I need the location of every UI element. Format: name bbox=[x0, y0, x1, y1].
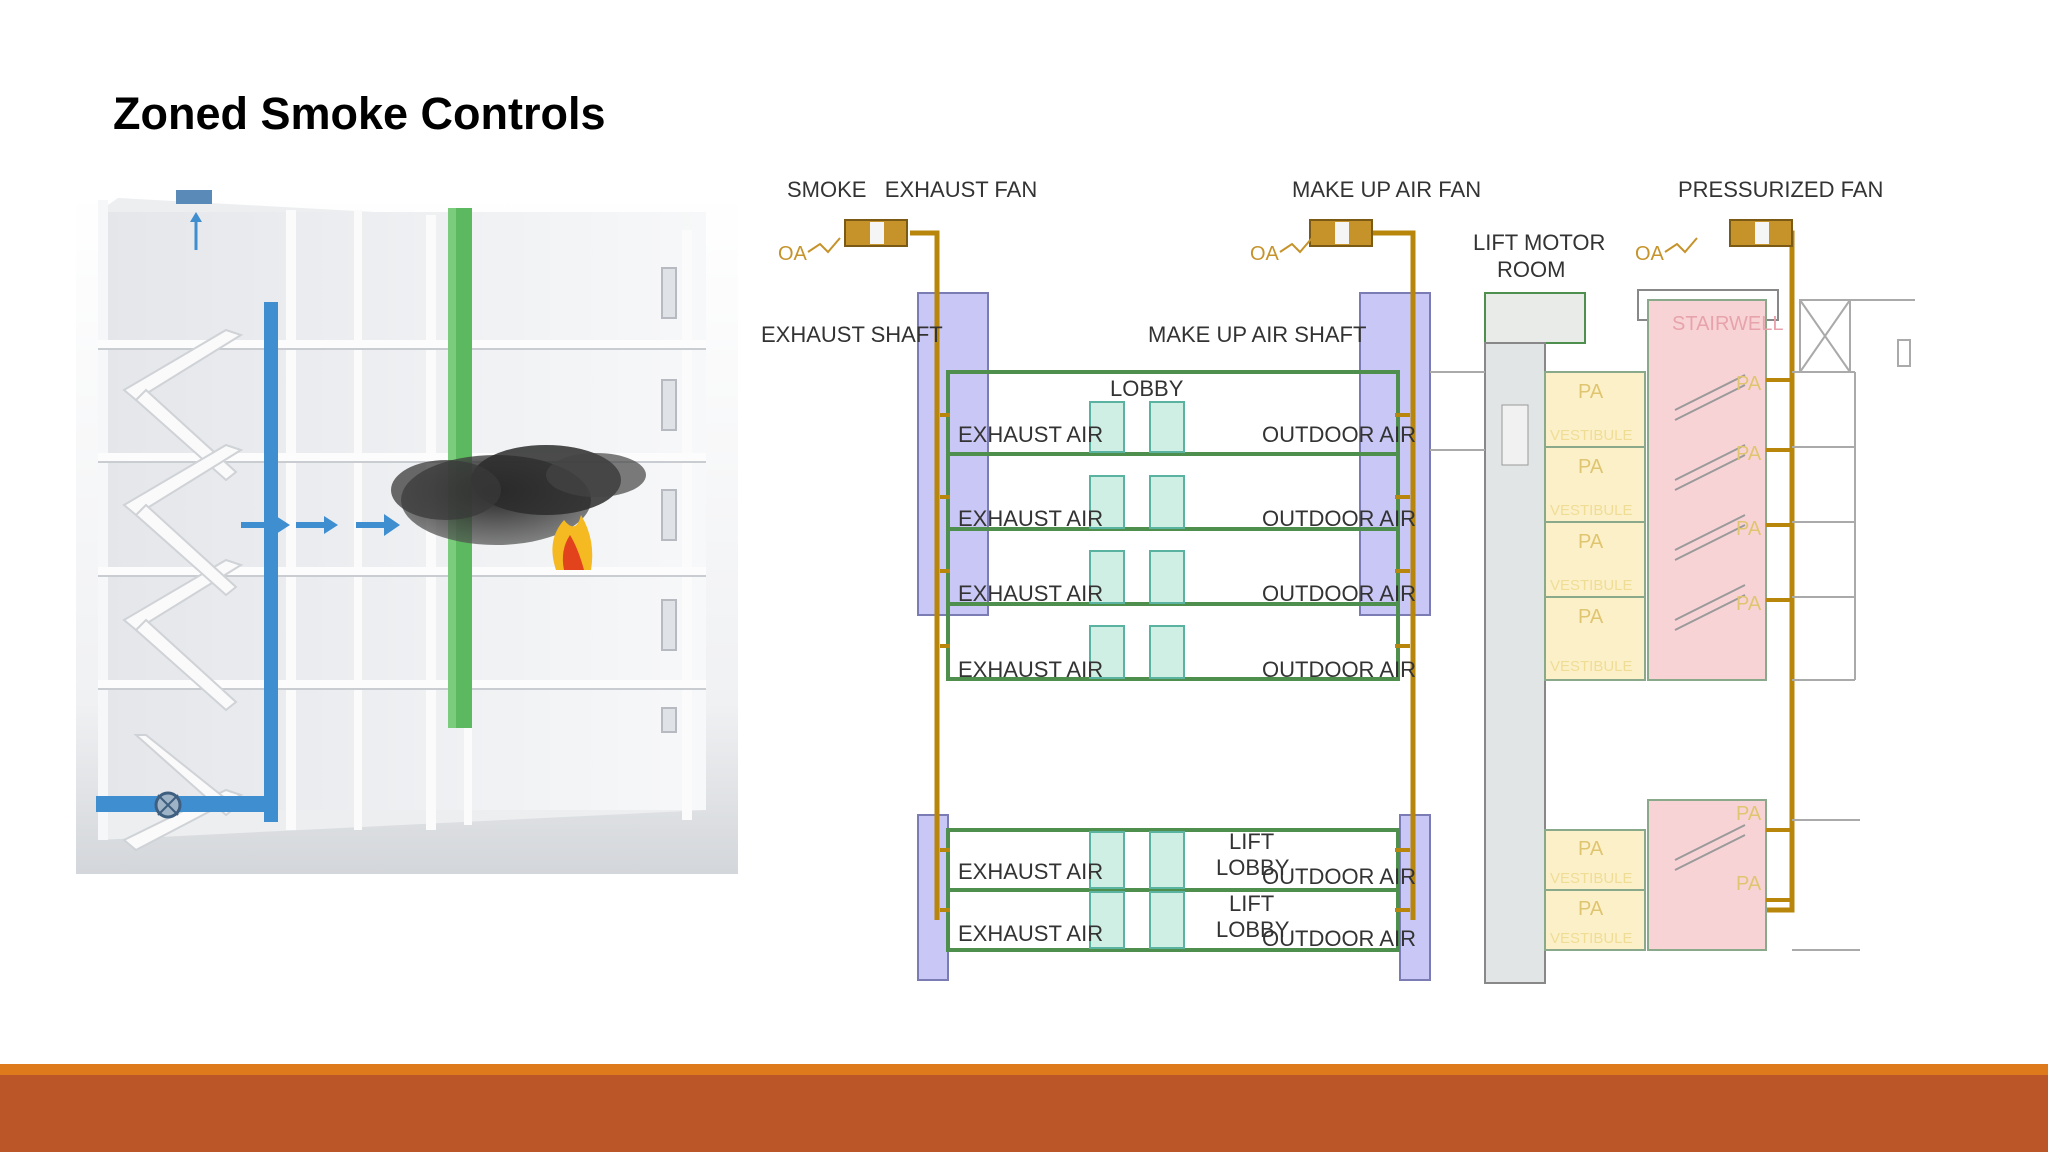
vestibule-label-2: VESTIBULE bbox=[1550, 502, 1633, 519]
lift-motor-room-label-1: LIFT MOTOR bbox=[1473, 230, 1605, 255]
outdoor-air-label-2: OUTDOOR AIR bbox=[1262, 506, 1416, 531]
pa-label-4: PA bbox=[1578, 606, 1604, 628]
exhaust-air-label-4: EXHAUST AIR bbox=[958, 657, 1103, 682]
outdoor-air-label-4: OUTDOOR AIR bbox=[1262, 657, 1416, 682]
oa-label-3: OA bbox=[1635, 243, 1665, 265]
pressurized-fan-label: PRESSURIZED FAN bbox=[1678, 177, 1883, 202]
outdoor-air-label-5: OUTDOOR AIR bbox=[1262, 864, 1416, 889]
lift-lobby-label-1: LOBBY bbox=[1216, 855, 1290, 880]
outdoor-air-label-6: OUTDOOR AIR bbox=[1262, 926, 1416, 951]
exhaust-air-label-5: EXHAUST AIR bbox=[958, 859, 1103, 884]
vestibule-label-1: VESTIBULE bbox=[1550, 427, 1633, 444]
exhaust-shaft-label: EXHAUST SHAFT bbox=[761, 322, 943, 347]
stairwell-lower bbox=[1647, 799, 1767, 951]
smoke-exhaust-fan-label: SMOKE EXHAUST FAN bbox=[787, 177, 1037, 202]
slide-title: Zoned Smoke Controls bbox=[113, 88, 606, 139]
vestibule-label-5: VESTIBULE bbox=[1550, 870, 1633, 887]
lift-motor-room-label-2: ROOM bbox=[1497, 257, 1565, 282]
stairwell-upper bbox=[1647, 299, 1767, 681]
vestibule-label-3: VESTIBULE bbox=[1550, 577, 1633, 594]
outdoor-air-label-1: OUTDOOR AIR bbox=[1262, 422, 1416, 447]
pa-label-2: PA bbox=[1578, 456, 1604, 478]
lift-label-2: LIFT bbox=[1229, 891, 1274, 916]
outdoor-air-label-3: OUTDOOR AIR bbox=[1262, 581, 1416, 606]
oa-label-2: OA bbox=[1250, 243, 1280, 265]
pa-label-9: PA bbox=[1736, 518, 1762, 540]
pa-label-12: PA bbox=[1736, 873, 1762, 895]
lift-label-1: LIFT bbox=[1229, 829, 1274, 854]
footer-accent-strip bbox=[0, 1064, 2048, 1075]
smoke-control-schematic: SMOKE EXHAUST FAN MAKE UP AIR FAN PRESSU… bbox=[761, 177, 1915, 984]
make-up-air-fan-label: MAKE UP AIR FAN bbox=[1292, 177, 1481, 202]
pa-label-6: PA bbox=[1578, 898, 1604, 920]
lobby-label: LOBBY bbox=[1110, 376, 1184, 401]
oa-label-1: OA bbox=[778, 243, 808, 265]
pa-label-5: PA bbox=[1578, 838, 1604, 860]
exhaust-air-label-2: EXHAUST AIR bbox=[958, 506, 1103, 531]
pa-label-1: PA bbox=[1578, 381, 1604, 403]
make-up-air-shaft-label: MAKE UP AIR SHAFT bbox=[1148, 322, 1366, 347]
stairwell-label: STAIRWELL bbox=[1672, 313, 1784, 335]
exhaust-shaft-lower bbox=[917, 814, 949, 981]
vestibule-label-6: VESTIBULE bbox=[1550, 930, 1633, 947]
exhaust-air-label-6: EXHAUST AIR bbox=[958, 921, 1103, 946]
footer-bar bbox=[0, 1075, 2048, 1152]
pa-label-7: PA bbox=[1736, 373, 1762, 395]
pa-label-3: PA bbox=[1578, 531, 1604, 553]
pa-label-8: PA bbox=[1736, 443, 1762, 465]
pa-label-11: PA bbox=[1736, 803, 1762, 825]
exhaust-air-label-1: EXHAUST AIR bbox=[958, 422, 1103, 447]
exhaust-air-label-3: EXHAUST AIR bbox=[958, 581, 1103, 606]
lift-lobby-label-2: LOBBY bbox=[1216, 917, 1290, 942]
building-smoke-illustration bbox=[76, 190, 738, 874]
vestibule-label-4: VESTIBULE bbox=[1550, 658, 1633, 675]
pa-label-10: PA bbox=[1736, 593, 1762, 615]
lift-motor-room bbox=[1484, 292, 1586, 344]
